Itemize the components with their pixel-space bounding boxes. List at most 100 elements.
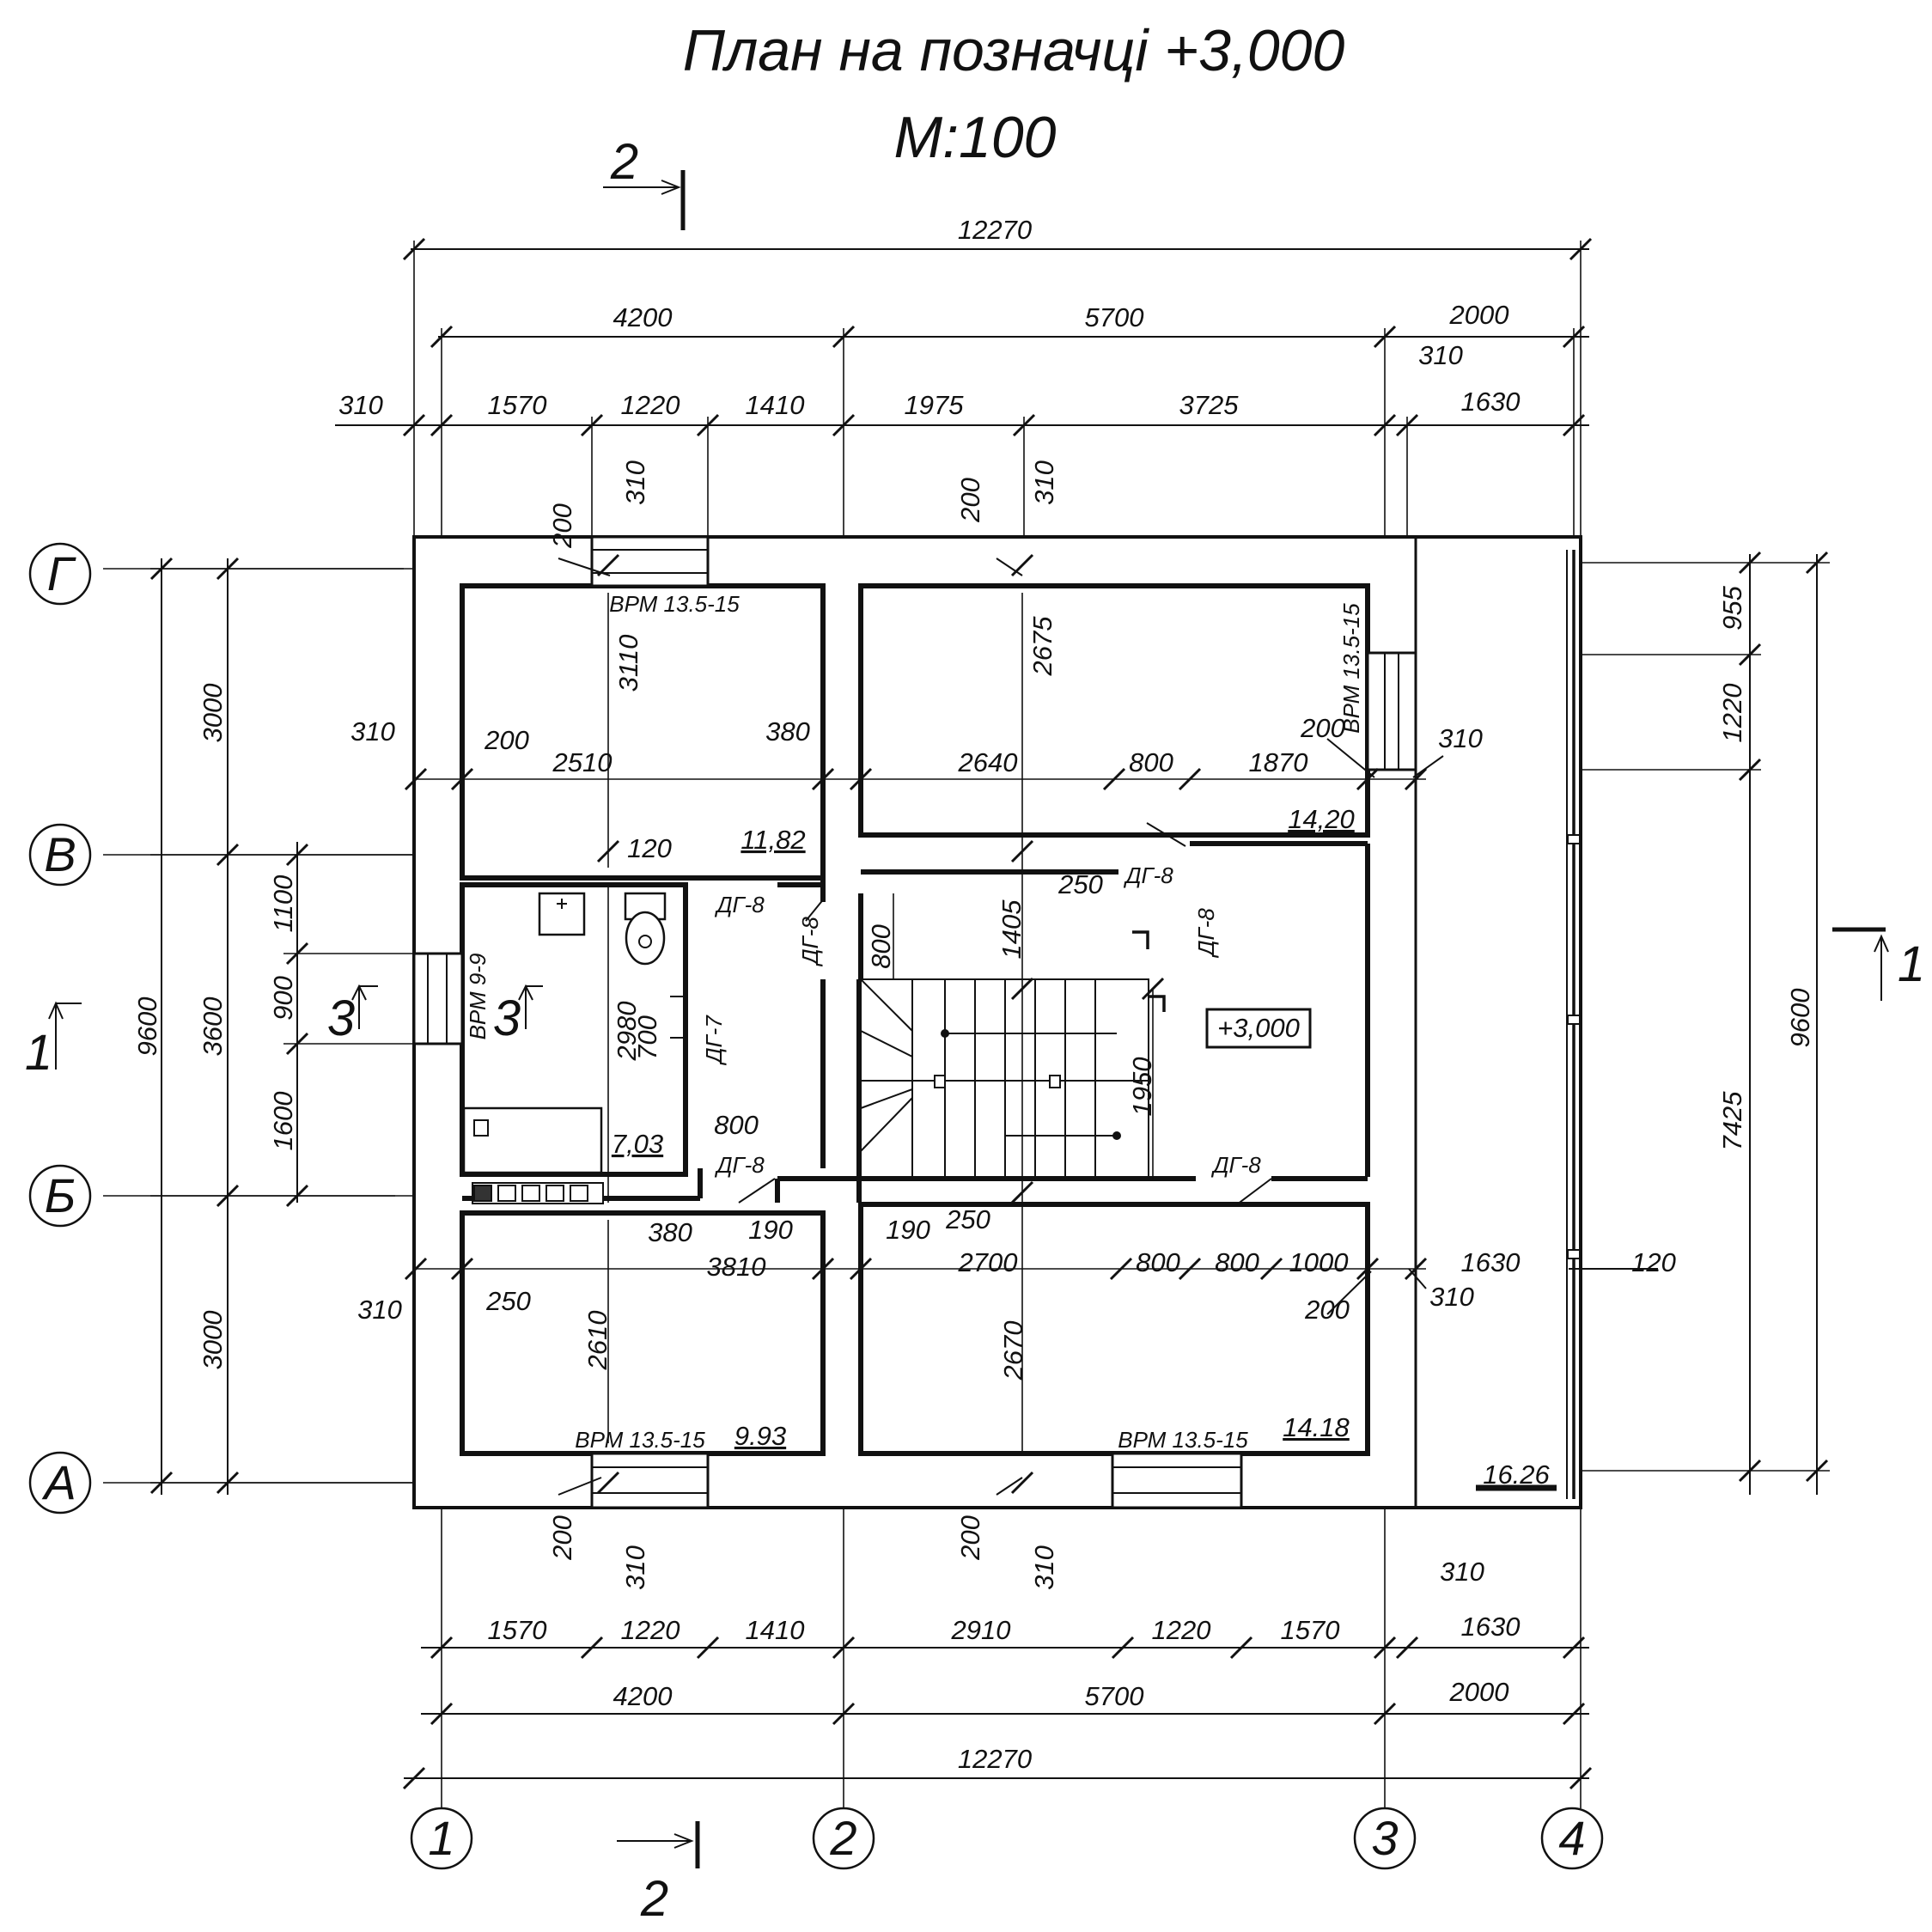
dim-3110: 3110 <box>613 635 643 692</box>
door-label-bath: ДГ-7 <box>701 1015 727 1066</box>
section-3-inner-label: 3 <box>493 990 521 1046</box>
section-2-bottom-label: 2 <box>640 1871 668 1927</box>
dim-800-top: 800 <box>1129 747 1173 777</box>
dim-top-310b: 310 <box>1418 340 1463 370</box>
room-area-bathroom: 7,03 <box>612 1129 663 1159</box>
dim-top-1220: 1220 <box>621 390 680 420</box>
window-label-top-left: ВРМ 13.5-15 <box>609 591 740 617</box>
axis-label-g: Г <box>47 546 76 600</box>
dim-310-left-top: 310 <box>350 716 395 747</box>
level-mark: +3,000 <box>1217 1013 1300 1043</box>
dim-bottom-5700: 5700 <box>1085 1681 1144 1711</box>
dim-800-stair: 800 <box>866 924 896 969</box>
dim-bottom-2910: 2910 <box>951 1615 1011 1645</box>
dim-310-top-left: 310 <box>620 460 650 505</box>
level-corner-mark-2 <box>1148 995 1166 1012</box>
axis-bubble-3 <box>1353 1807 1417 1870</box>
window-label-bottom-left: ВРМ 13.5-15 <box>575 1427 705 1453</box>
dim-left-1100: 1100 <box>268 875 298 933</box>
dim-200-left-top: 200 <box>484 725 529 755</box>
dim-top-1630: 1630 <box>1461 387 1521 417</box>
dim-800-b2: 800 <box>1215 1247 1259 1277</box>
dim-380-top: 380 <box>765 716 810 747</box>
dim-200-bottom-right: 200 <box>1304 1295 1350 1325</box>
dim-190-left: 190 <box>748 1215 793 1245</box>
dim-bottom-2000: 2000 <box>1449 1677 1509 1707</box>
window-label-right: ВРМ 13.5-15 <box>1338 603 1364 734</box>
dim-190-right: 190 <box>886 1215 930 1245</box>
dim-1630-inner: 1630 <box>1461 1247 1521 1277</box>
dim-120: 120 <box>627 833 672 863</box>
dim-310-bottom-mid: 310 <box>1029 1545 1059 1590</box>
dim-right-1220: 1220 <box>1717 684 1747 743</box>
dim-2675: 2675 <box>1027 616 1057 677</box>
dim-310-right-bottom: 310 <box>1429 1282 1474 1312</box>
dim-250-bottom: 250 <box>945 1204 990 1234</box>
dim-right-7425: 7425 <box>1717 1091 1747 1151</box>
dim-310-bottom-left: 310 <box>620 1545 650 1590</box>
dim-200-top-left: 200 <box>547 503 577 549</box>
door-label-1: ДГ-8 <box>714 892 765 917</box>
axis-bubble-4 <box>1540 1807 1604 1870</box>
dim-left-3000-top: 3000 <box>198 684 228 743</box>
door-label-3: ДГ-8 <box>1123 862 1173 888</box>
dim-200-bottom-mid: 200 <box>955 1515 985 1561</box>
axis-label-2: 2 <box>829 1811 856 1865</box>
room-area-terrace: 16.26 <box>1483 1460 1550 1490</box>
dim-left-3000-bottom: 3000 <box>198 1311 228 1370</box>
dim-2510: 2510 <box>552 747 613 777</box>
dim-2700: 2700 <box>958 1247 1018 1277</box>
bottom-dimension-chains <box>402 1636 1593 1790</box>
axis-bubble-a <box>28 1451 92 1515</box>
dim-bottom-1220b: 1220 <box>1152 1615 1211 1645</box>
level-mark-box <box>1205 1008 1312 1049</box>
plan-title: План на позначці +3,000 <box>683 18 1345 83</box>
dim-250-mid: 250 <box>1057 869 1103 899</box>
dim-310-left-bottom: 310 <box>357 1295 402 1325</box>
axis-label-3: 3 <box>1371 1811 1398 1865</box>
axis-label-b: Б <box>45 1168 76 1222</box>
dim-1405: 1405 <box>996 899 1027 960</box>
axis-bubble-1 <box>410 1807 473 1870</box>
door-swings <box>670 822 1272 1205</box>
section-1-left-label: 1 <box>25 1025 52 1081</box>
dim-1870: 1870 <box>1249 747 1308 777</box>
dim-bottom-310: 310 <box>1440 1557 1484 1587</box>
dim-1950: 1950 <box>1127 1057 1157 1117</box>
dim-800-bath: 800 <box>714 1110 759 1140</box>
dim-right-955: 955 <box>1717 585 1747 630</box>
dim-200-top-mid: 200 <box>955 478 985 523</box>
room-area-bedroom-se: 14.18 <box>1283 1412 1350 1442</box>
dim-2610: 2610 <box>582 1311 613 1371</box>
dim-left-1600: 1600 <box>268 1092 298 1151</box>
axis-bubble-2 <box>812 1807 875 1870</box>
dim-bottom-1570b: 1570 <box>1281 1615 1340 1645</box>
dim-250-left: 250 <box>485 1286 531 1316</box>
door-label-2: ДГ-8 <box>797 917 823 967</box>
dim-2640: 2640 <box>958 747 1018 777</box>
bathroom-fixtures <box>462 892 667 1204</box>
window-label-bathroom: ВРМ 9-9 <box>465 954 491 1040</box>
dim-2980: 2980 <box>612 1002 642 1062</box>
staircase <box>860 978 1149 1179</box>
dim-bottom-4200: 4200 <box>613 1681 673 1711</box>
axis-label-1: 1 <box>428 1811 454 1865</box>
section-3-outer-label: 3 <box>327 990 355 1046</box>
dim-left-9600: 9600 <box>132 997 162 1057</box>
room-area-corridor: 11,82 <box>740 825 805 855</box>
dim-top-4200: 4200 <box>613 302 673 332</box>
dim-top-total: 12270 <box>958 215 1032 245</box>
inner-dimension-texts: 200 310 200 310 3110 2675 380 2510 2640 … <box>350 460 1676 1590</box>
door-label-5: ДГ-8 <box>714 1152 765 1178</box>
section-1-right-label: 1 <box>1898 936 1925 992</box>
room-area-bedroom-sw: 9.93 <box>734 1421 786 1451</box>
dim-200-right: 200 <box>1300 713 1345 743</box>
axis-label-4: 4 <box>1558 1811 1585 1865</box>
dim-310-right-top: 310 <box>1438 723 1483 753</box>
window-label-bottom-mid: ВРМ 13.5-15 <box>1118 1427 1248 1453</box>
axis-label-v: В <box>44 827 76 881</box>
level-corner-mark <box>1132 930 1149 949</box>
section-markers <box>48 170 1889 1868</box>
dim-right-9600: 9600 <box>1785 989 1815 1048</box>
